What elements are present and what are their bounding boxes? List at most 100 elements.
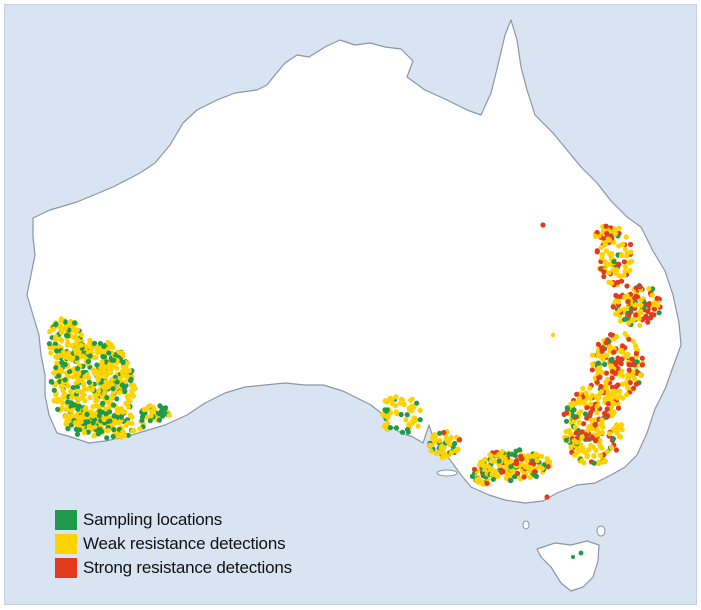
sampling-dot bbox=[387, 425, 393, 431]
weak-detection-dot bbox=[412, 418, 418, 424]
weak-detection-dot bbox=[536, 464, 542, 470]
weak-detection-dot bbox=[406, 405, 412, 411]
weak-detection-dot bbox=[568, 444, 574, 450]
weak-detection-dot bbox=[59, 383, 65, 389]
weak-detection-dot bbox=[574, 439, 580, 445]
mainland-australia bbox=[26, 19, 682, 504]
weak-detection-dot bbox=[590, 361, 596, 367]
weak-detection-dot bbox=[392, 402, 398, 408]
weak-detection-dot bbox=[79, 377, 85, 384]
sampling-dot bbox=[110, 433, 116, 440]
sampling-dot bbox=[516, 447, 523, 453]
weak-detection-dot bbox=[616, 389, 623, 395]
sampling-dot bbox=[496, 458, 502, 464]
weak-detection-dot bbox=[81, 382, 87, 388]
weak-detection-dot bbox=[620, 395, 626, 401]
weak-detection-dot bbox=[622, 264, 629, 270]
sampling-dot bbox=[75, 406, 81, 412]
weak-detection-dot bbox=[622, 268, 628, 274]
sampling-dot bbox=[404, 412, 410, 418]
weak-detection-dot bbox=[534, 457, 540, 464]
strong-detection-dot bbox=[649, 311, 655, 318]
sampling-dot bbox=[85, 358, 92, 365]
sampling-dot bbox=[508, 464, 514, 470]
strong-detection-dot bbox=[441, 429, 447, 436]
weak-detection-dot bbox=[603, 379, 609, 385]
sampling-dot bbox=[490, 476, 496, 482]
sampling-dot bbox=[62, 377, 68, 383]
weak-detection-dot bbox=[119, 350, 126, 357]
weak-detection-dot bbox=[595, 348, 602, 354]
strong-detection-dot bbox=[613, 384, 619, 390]
strong-detection-dot bbox=[615, 355, 621, 361]
sampling-dot bbox=[120, 359, 126, 366]
weak-detection-dot bbox=[499, 449, 505, 455]
weak-detection-dot bbox=[587, 395, 593, 401]
weak-detection-dot bbox=[616, 433, 623, 440]
sampling-dot bbox=[656, 310, 662, 316]
sampling-dot bbox=[110, 402, 117, 408]
legend-swatch-weak bbox=[55, 534, 77, 554]
legend-item-sampling: Sampling locations bbox=[55, 508, 292, 532]
weak-detection-dot bbox=[105, 427, 111, 434]
weak-detection-dot bbox=[430, 435, 436, 441]
weak-detection-dot bbox=[606, 237, 613, 243]
strong-detection-dot bbox=[515, 470, 521, 476]
weak-detection-dot bbox=[618, 349, 624, 355]
sampling-dot bbox=[563, 437, 569, 443]
strong-detection-dot bbox=[651, 306, 658, 312]
weak-detection-dot bbox=[117, 389, 123, 395]
weak-detection-dot bbox=[94, 397, 100, 403]
sampling-dot bbox=[563, 418, 570, 424]
flinders-island bbox=[596, 525, 606, 537]
weak-detection-dot bbox=[69, 394, 75, 400]
weak-detection-dot bbox=[62, 391, 68, 397]
weak-detection-dot bbox=[611, 426, 617, 432]
weak-detection-dot bbox=[608, 444, 615, 450]
sampling-dot bbox=[74, 355, 80, 361]
weak-detection-dot bbox=[602, 458, 608, 464]
weak-detection-dot bbox=[93, 392, 99, 398]
sampling-dot bbox=[72, 402, 78, 408]
sampling-dot bbox=[437, 430, 443, 436]
strong-detection-dot bbox=[613, 292, 619, 299]
weak-detection-dot bbox=[587, 385, 593, 391]
king-island bbox=[522, 520, 530, 530]
sampling-dot bbox=[399, 429, 406, 435]
strong-detection-dot bbox=[595, 341, 602, 347]
sampling-dot bbox=[72, 320, 78, 326]
weak-detection-dot bbox=[437, 438, 443, 444]
sampling-dot bbox=[608, 357, 614, 363]
sampling-dot bbox=[103, 411, 109, 417]
weak-detection-dot bbox=[455, 447, 461, 453]
strong-detection-dot bbox=[573, 430, 579, 436]
weak-detection-dot bbox=[108, 365, 115, 371]
sampling-dot bbox=[62, 319, 68, 325]
sampling-dot bbox=[111, 426, 117, 433]
weak-detection-dot bbox=[89, 387, 95, 393]
weak-detection-dot bbox=[81, 430, 87, 436]
strong-detection-dot bbox=[633, 293, 639, 299]
sampling-dot bbox=[602, 361, 608, 367]
weak-detection-dot bbox=[616, 243, 622, 249]
weak-detection-dot bbox=[602, 241, 608, 247]
strong-detection-dot bbox=[633, 312, 639, 318]
legend-item-weak: Weak resistance detections bbox=[55, 532, 292, 556]
strong-detection-dot bbox=[626, 361, 632, 368]
strong-detection-dot bbox=[592, 422, 598, 428]
sampling-dot bbox=[591, 460, 597, 466]
strong-detection-dot bbox=[584, 436, 590, 442]
weak-detection-dot bbox=[524, 458, 530, 464]
weak-detection-dot bbox=[593, 233, 599, 239]
weak-detection-dot bbox=[618, 252, 625, 259]
weak-detection-dot bbox=[619, 427, 625, 433]
sampling-dot bbox=[122, 388, 128, 395]
weak-detection-dot bbox=[48, 350, 54, 356]
weak-detection-dot bbox=[59, 369, 65, 375]
sampling-dot bbox=[119, 382, 125, 388]
weak-detection-dot bbox=[589, 352, 596, 358]
weak-detection-dot bbox=[118, 406, 125, 412]
weak-detection-dot bbox=[622, 246, 629, 252]
strong-detection-dot bbox=[602, 410, 608, 416]
strong-detection-dot bbox=[594, 379, 600, 385]
